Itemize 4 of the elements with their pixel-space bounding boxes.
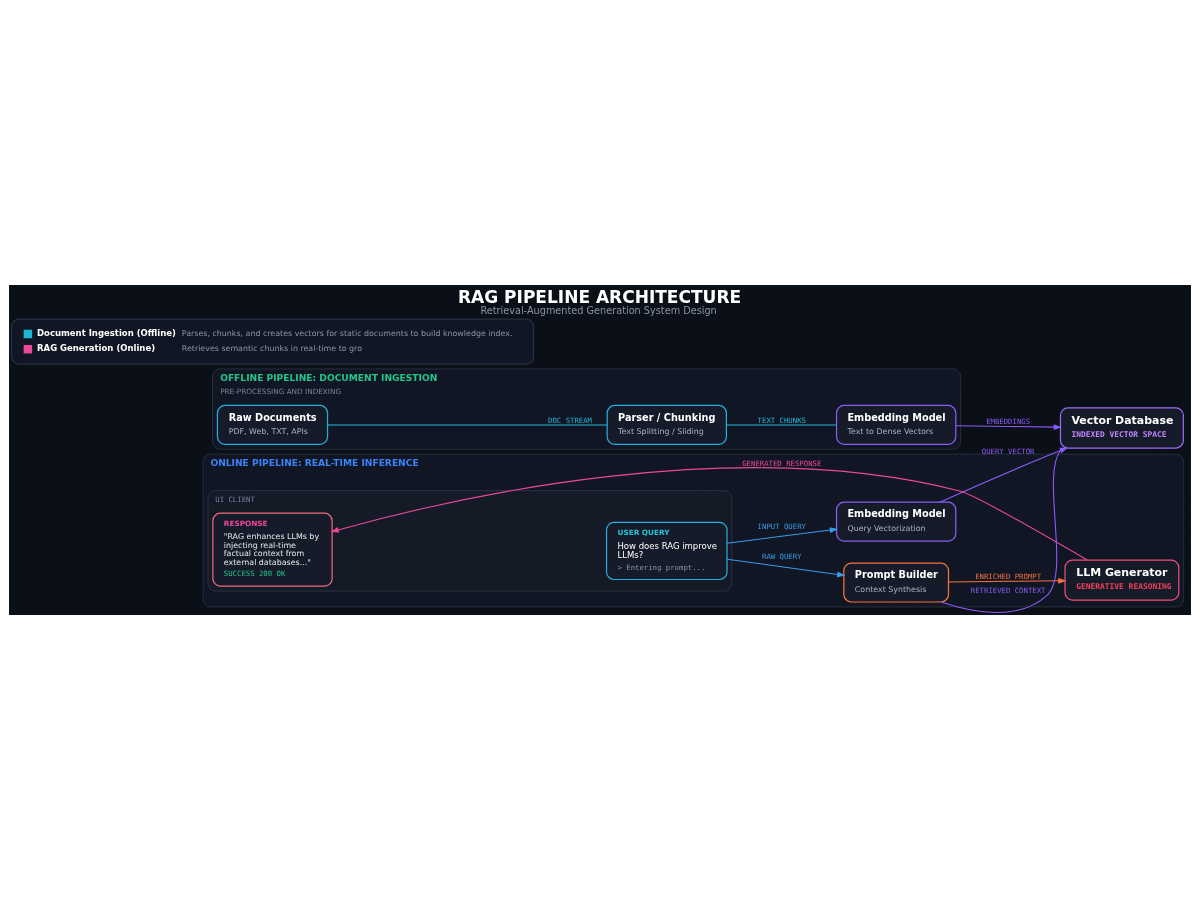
diagram-title: RAG PIPELINE ARCHITECTURE (457, 286, 742, 307)
caption: Retrieval-Augmented Generation System Design (480, 305, 717, 317)
legend-label: Document Ingestion (Offline) (37, 327, 176, 338)
legend-label: RAG Generation (Online) (37, 342, 156, 353)
